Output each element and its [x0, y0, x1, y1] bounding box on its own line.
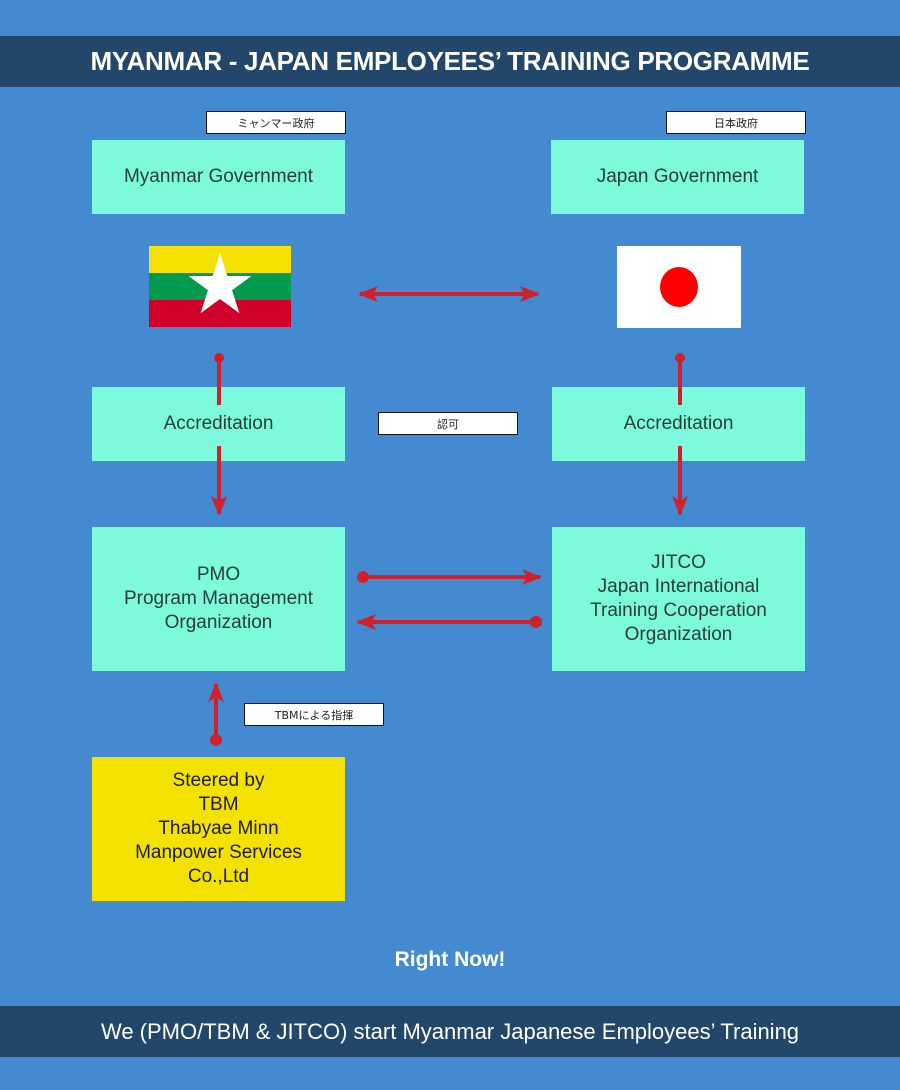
steering-tag: TBMによる指揮 [244, 703, 384, 726]
title-banner: MYANMAR - JAPAN EMPLOYEES’ TRAINING PROG… [0, 36, 900, 87]
footer-banner: We (PMO/TBM & JITCO) start Myanmar Japan… [0, 1006, 900, 1057]
tbm-label: Steered by TBM Thabyae Minn Manpower Ser… [135, 770, 302, 887]
tbm-box: Steered by TBM Thabyae Minn Manpower Ser… [92, 757, 345, 901]
pmo-label: PMO Program Management Organization [123, 564, 314, 633]
jitco-label: JITCO Japan International Training Coope… [590, 552, 767, 645]
japan-government-label: Japan Government [596, 166, 759, 187]
pmo-box: PMO Program Management Organization [92, 527, 345, 671]
accreditation-tag: 認可 [378, 412, 518, 435]
myanmar-government-box: Myanmar Government [92, 140, 345, 214]
myanmar-government-tag: ミャンマー政府 [206, 111, 346, 134]
jitco-box: JITCO Japan International Training Coope… [552, 527, 805, 671]
japan-accreditation-label: Accreditation [623, 413, 734, 434]
right-now-label: Right Now! [394, 948, 506, 971]
sun-disc [660, 267, 698, 307]
japan-government-tag: 日本政府 [666, 111, 806, 134]
myanmar-accreditation-label: Accreditation [163, 413, 274, 434]
myanmar-flag-icon [149, 246, 291, 327]
myanmar-government-label: Myanmar Government [123, 166, 313, 187]
page-title: MYANMAR - JAPAN EMPLOYEES’ TRAINING PROG… [90, 46, 810, 76]
japan-flag-icon [617, 246, 741, 328]
star-icon [188, 253, 252, 314]
japan-government-box: Japan Government [551, 140, 804, 214]
flag-red-stripe [149, 300, 291, 327]
footer-text: We (PMO/TBM & JITCO) start Myanmar Japan… [100, 1018, 800, 1044]
